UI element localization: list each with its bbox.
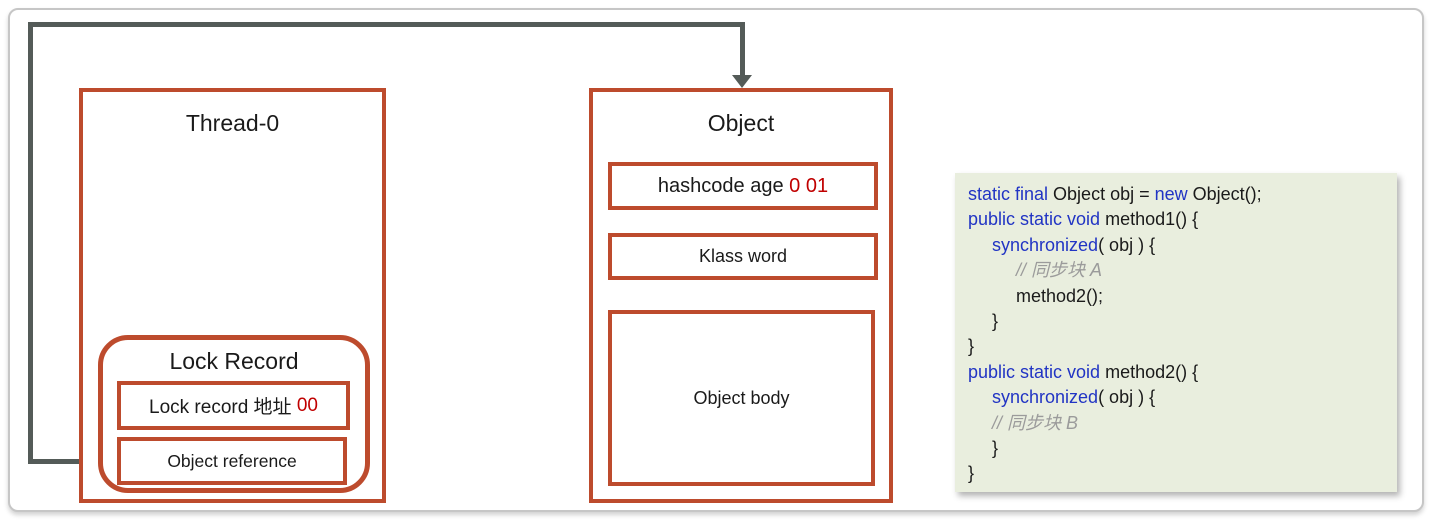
object-reference-cell: Object reference [117, 437, 347, 485]
code-token-plain: Object(); [1187, 184, 1262, 204]
object-body-cell: Object body [608, 310, 875, 486]
thread-box-title: Thread-0 [185, 110, 280, 136]
lock-record-title: Lock Record [169, 348, 299, 374]
lock-record-address-label: Lock record 地址 [149, 397, 297, 418]
code-token-kw: static final [968, 184, 1049, 204]
klass-word-label: Klass word [698, 246, 788, 266]
code-token-plain: Object obj = [1048, 184, 1155, 204]
code-token-kw: synchronized [992, 234, 1099, 255]
code-token-plain: method1() { [1100, 209, 1199, 230]
code-token-plain: } [968, 336, 975, 357]
code-line: // 同步块 A [968, 258, 1391, 283]
code-line: synchronized( obj ) { [968, 385, 1391, 410]
object-box-title: Object [707, 110, 775, 136]
code-token-kw: public static void [968, 209, 1101, 230]
code-line: public static void method2() { [968, 360, 1391, 385]
object-reference-label: Object reference [167, 450, 297, 471]
code-token-comment: // 同步块 B [992, 412, 1079, 433]
lock-record-address-value: 00 [296, 394, 318, 416]
code-token-plain: ( obj ) { [1098, 234, 1156, 255]
code-line: method2(); [968, 284, 1391, 309]
code-token-plain: } [968, 463, 975, 484]
mark-word-label: hashcode age [657, 174, 790, 197]
mark-word-cell: hashcode age 0 01 [608, 162, 878, 210]
code-token-kw: public static void [968, 361, 1101, 382]
code-token-plain: method2(); [1016, 285, 1104, 306]
connector-right-vertical [740, 22, 745, 76]
code-token-kw: synchronized [992, 387, 1099, 408]
code-line: // 同步块 B [968, 411, 1391, 436]
connector-left-vertical [28, 22, 33, 464]
code-token-plain: ( obj ) { [1098, 387, 1156, 408]
klass-word-cell: Klass word [608, 233, 878, 280]
code-line: synchronized( obj ) { [968, 233, 1391, 258]
code-token-plain: method2() { [1100, 361, 1199, 382]
mark-word-value: 0 01 [789, 174, 829, 197]
arrowhead-down-icon [732, 75, 752, 88]
object-body-label: Object body [693, 387, 790, 408]
code-token-comment: // 同步块 A [1016, 260, 1103, 281]
code-block: static final Object obj = new Object();p… [955, 173, 1397, 492]
code-line: public static void method1() { [968, 207, 1391, 232]
code-token-kw: new [1154, 184, 1188, 204]
code-line: } [968, 461, 1391, 486]
code-token-plain: } [992, 311, 999, 332]
code-line: } [968, 309, 1391, 334]
lock-record-address-cell: Lock record 地址 00 [117, 381, 350, 430]
code-line: } [968, 436, 1391, 461]
code-line: } [968, 334, 1391, 359]
connector-bottom-horizontal [28, 459, 118, 464]
code-token-plain: } [992, 438, 999, 459]
connector-top-horizontal [28, 22, 745, 27]
code-line: static final Object obj = new Object(); [968, 182, 1391, 207]
